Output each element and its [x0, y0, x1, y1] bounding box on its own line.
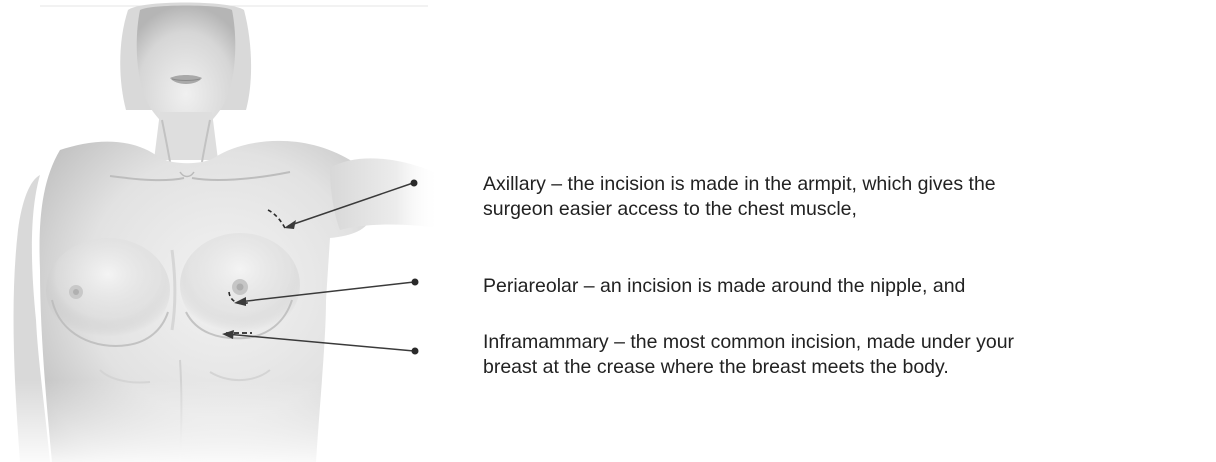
inframammary-leader-dot — [411, 347, 419, 355]
periareolar-leader-dot — [411, 278, 419, 286]
periareolar-leader — [234, 278, 419, 306]
axillary-incision-mark — [267, 209, 287, 231]
inframammary-description: Inframammary – the most common incision,… — [483, 331, 1015, 378]
neck-shape — [154, 112, 218, 160]
axillary-leader-dot — [410, 179, 418, 187]
face-shape — [136, 5, 236, 132]
lips-shape — [170, 75, 202, 84]
axillary-leader — [284, 179, 418, 229]
torso-illustration — [0, 2, 440, 462]
periareolar-incision-mark — [228, 291, 251, 305]
axillary-description: Axillary – the incision is made in the a… — [483, 173, 996, 220]
left-breast-shape — [46, 238, 170, 342]
inframammary-leader — [222, 330, 419, 355]
raised-arm-shape — [330, 158, 440, 230]
periareolar-description: Periareolar – an incision is made around… — [483, 275, 966, 297]
